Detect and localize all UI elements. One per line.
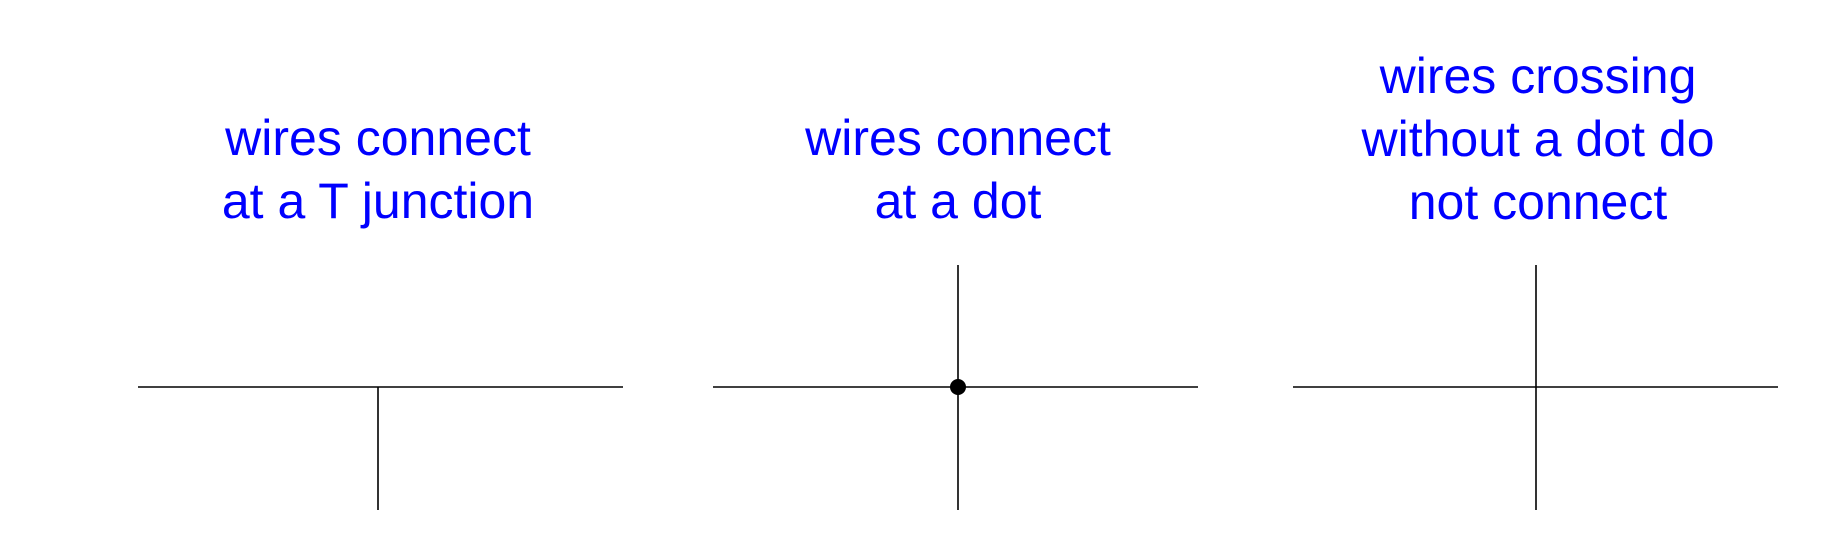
panel-dot-junction: wires connect at a dot [713, 0, 1198, 540]
panel-t-junction: wires connect at a T junction [138, 0, 623, 540]
junction-dot [950, 379, 966, 395]
t-junction-wires [138, 386, 623, 510]
crossing-wires [1293, 265, 1778, 510]
caption-dot-junction: wires connect at a dot [805, 110, 1111, 229]
caption-crossing: wires crossing without a dot do not conn… [1361, 48, 1715, 230]
dot-junction-wires [713, 265, 1198, 510]
caption-t-junction: wires connect at a T junction [221, 110, 535, 229]
panel-crossing: wires crossing without a dot do not conn… [1293, 0, 1778, 540]
